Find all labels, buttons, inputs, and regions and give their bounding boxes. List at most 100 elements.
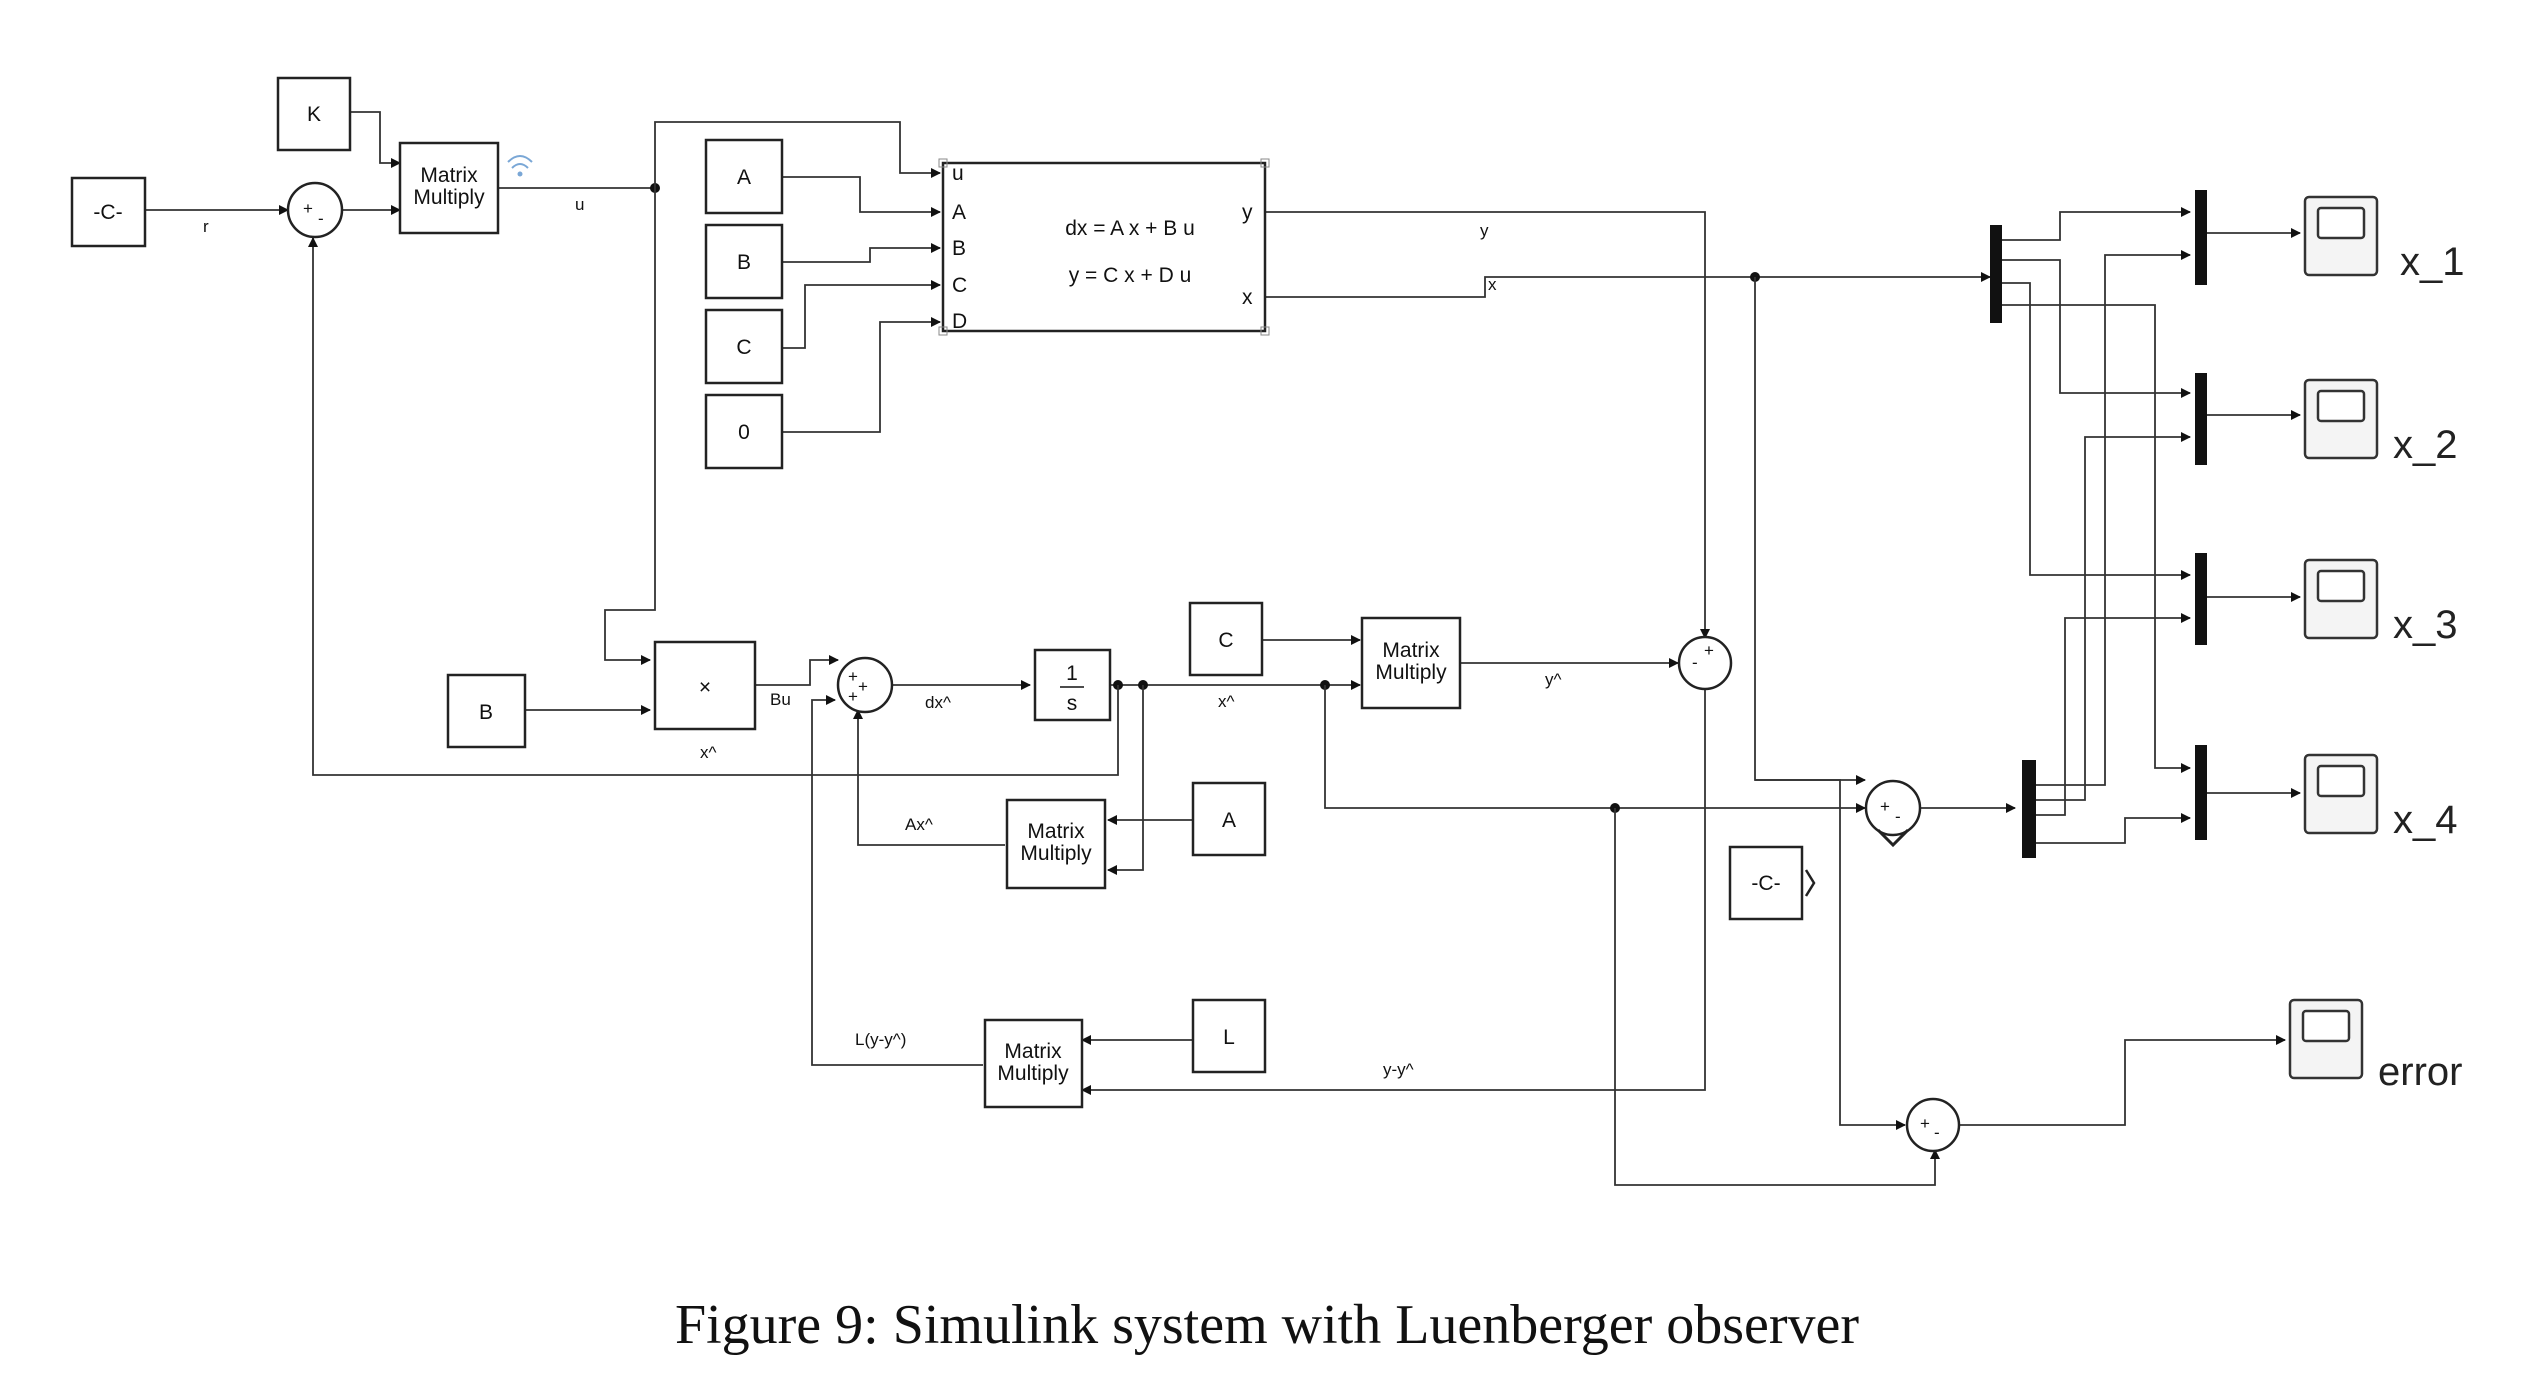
wire-err-scope	[1960, 1035, 2286, 1126]
wire-xhat-feedback	[308, 237, 1119, 776]
svg-text:+: +	[848, 667, 858, 686]
svg-text:A: A	[1222, 809, 1236, 832]
constant-c-observer[interactable]: C	[1188, 601, 1264, 677]
state-space-block[interactable]: dx = A x + B u y = C x + D u u A B C D y…	[938, 158, 1270, 336]
scope-x2[interactable]: x_2	[2303, 378, 2458, 467]
signal-label-x: x	[1488, 275, 1497, 294]
wire-d1-m3	[2000, 282, 2191, 580]
constant-a-top[interactable]: A	[704, 138, 784, 215]
ss-port-a: A	[952, 201, 966, 224]
figure-caption: Figure 9: Simulink system with Luenberge…	[675, 1294, 1859, 1356]
scope-x4-label: x_4	[2393, 798, 2458, 842]
signal-label-xhat: x^	[1218, 692, 1235, 711]
wire-a-ss	[782, 176, 941, 217]
ss-port-b: B	[952, 237, 966, 260]
mm-k-line1: Matrix	[420, 164, 478, 187]
ss-port-c: C	[952, 274, 967, 297]
wire-c-ss	[782, 280, 941, 349]
scope-error[interactable]: error	[2288, 998, 2462, 1094]
mm-k-line2: Multiply	[413, 186, 485, 209]
wire-d2-m4	[2035, 813, 2191, 844]
signal-label-bu: Bu	[770, 690, 791, 709]
constant-c-top[interactable]: C	[704, 308, 784, 385]
constant-b-bottom[interactable]: B	[446, 673, 527, 749]
sum-block-output-error[interactable]: + -	[1905, 1097, 1961, 1153]
svg-text:-: -	[318, 209, 324, 228]
ss-port-d: D	[952, 310, 967, 333]
wire-0-ss	[782, 317, 941, 433]
svg-text:B: B	[737, 251, 751, 274]
matrix-multiply-k[interactable]: Matrix Multiply	[398, 141, 500, 235]
svg-text:-: -	[1692, 653, 1698, 672]
signal-label-y: y	[1480, 221, 1489, 240]
svg-text:C: C	[736, 336, 751, 359]
scope-x1-label: x_1	[2400, 240, 2465, 284]
scope-x3-label: x_3	[2393, 603, 2458, 647]
signal-label-axhat: Ax^	[905, 815, 933, 834]
mux-1[interactable]	[2195, 190, 2207, 285]
constant-l[interactable]: L	[1191, 998, 1267, 1074]
wire-d2-m3	[2035, 613, 2191, 816]
demux-x-error[interactable]	[2022, 760, 2036, 858]
demux-x[interactable]	[1990, 225, 2002, 323]
gain-k-label: K	[307, 103, 321, 126]
wire-u-ss	[654, 121, 941, 188]
matrix-multiply-l[interactable]: Matrix Multiply	[983, 1018, 1084, 1109]
wire-xhat-err	[1324, 685, 1866, 813]
wire-x-sum	[1754, 277, 1866, 785]
scope-error-label: error	[2378, 1050, 2462, 1094]
ss-port-u: u	[952, 162, 964, 185]
constant-block-r[interactable]: -C-	[70, 176, 147, 248]
constant-zero[interactable]: 0	[704, 393, 784, 470]
wire-d1-m4	[2000, 304, 2191, 773]
integrator-block[interactable]: 1 s	[1033, 648, 1112, 722]
gain-k-block[interactable]: K	[276, 76, 352, 152]
svg-text:+: +	[303, 199, 313, 218]
sum-block-x-error[interactable]: + -	[1864, 779, 1922, 848]
svg-text:C: C	[1218, 629, 1233, 652]
svg-text:L: L	[1223, 1026, 1235, 1049]
wire-d1-m2	[2000, 259, 2191, 398]
svg-text:Matrix: Matrix	[1004, 1040, 1062, 1063]
wire-x	[1265, 272, 1991, 298]
scope-x3[interactable]: x_3	[2303, 558, 2458, 647]
constant-b-top[interactable]: B	[704, 223, 784, 300]
sum-block-3[interactable]: - +	[1677, 635, 1733, 691]
svg-text:A: A	[737, 166, 751, 189]
product-block[interactable]: ×	[653, 640, 757, 731]
scope-x2-label: x_2	[2393, 423, 2458, 467]
mux-2[interactable]	[2195, 373, 2207, 465]
svg-text:+: +	[1880, 797, 1890, 816]
sum-block-2[interactable]: + + +	[836, 656, 894, 714]
matrix-multiply-a[interactable]: Matrix Multiply	[1005, 798, 1107, 890]
mux-4[interactable]	[2195, 745, 2207, 840]
svg-text:Matrix: Matrix	[1382, 639, 1440, 662]
wire-axhat	[853, 709, 1005, 846]
sum-block-1[interactable]: + -	[286, 181, 344, 239]
wire-d1-m1	[2000, 207, 2191, 241]
matrix-multiply-c[interactable]: Matrix Multiply	[1360, 616, 1462, 710]
ss-out-x: x	[1242, 286, 1253, 309]
svg-text:+: +	[858, 677, 868, 696]
wire-xhat-err2	[1614, 808, 1940, 1186]
svg-text:Multiply: Multiply	[1020, 842, 1092, 865]
svg-text:Multiply: Multiply	[1375, 661, 1447, 684]
svg-text:-: -	[1934, 1123, 1940, 1142]
wire-k	[350, 111, 401, 168]
scope-x4[interactable]: x_4	[2303, 753, 2458, 842]
integrator-numerator: 1	[1066, 662, 1078, 685]
ss-equation-1: dx = A x + B u	[1065, 217, 1195, 240]
signal-label-yhat: y^	[1545, 670, 1562, 689]
product-symbol: ×	[699, 676, 711, 699]
constant-block-floating[interactable]: -C-	[1728, 845, 1816, 921]
mux-3[interactable]	[2195, 553, 2207, 645]
svg-text:+: +	[1704, 641, 1714, 660]
wire-y	[1265, 211, 1710, 639]
wire-d2-m1	[2035, 250, 2191, 786]
scope-x1[interactable]: x_1	[2303, 195, 2465, 284]
signal-label-u: u	[575, 195, 584, 214]
svg-text:0: 0	[738, 421, 750, 444]
ss-equation-2: y = C x + D u	[1069, 264, 1192, 287]
signal-label-yy: y-y^	[1383, 1060, 1414, 1079]
constant-a-observer[interactable]: A	[1191, 781, 1267, 857]
